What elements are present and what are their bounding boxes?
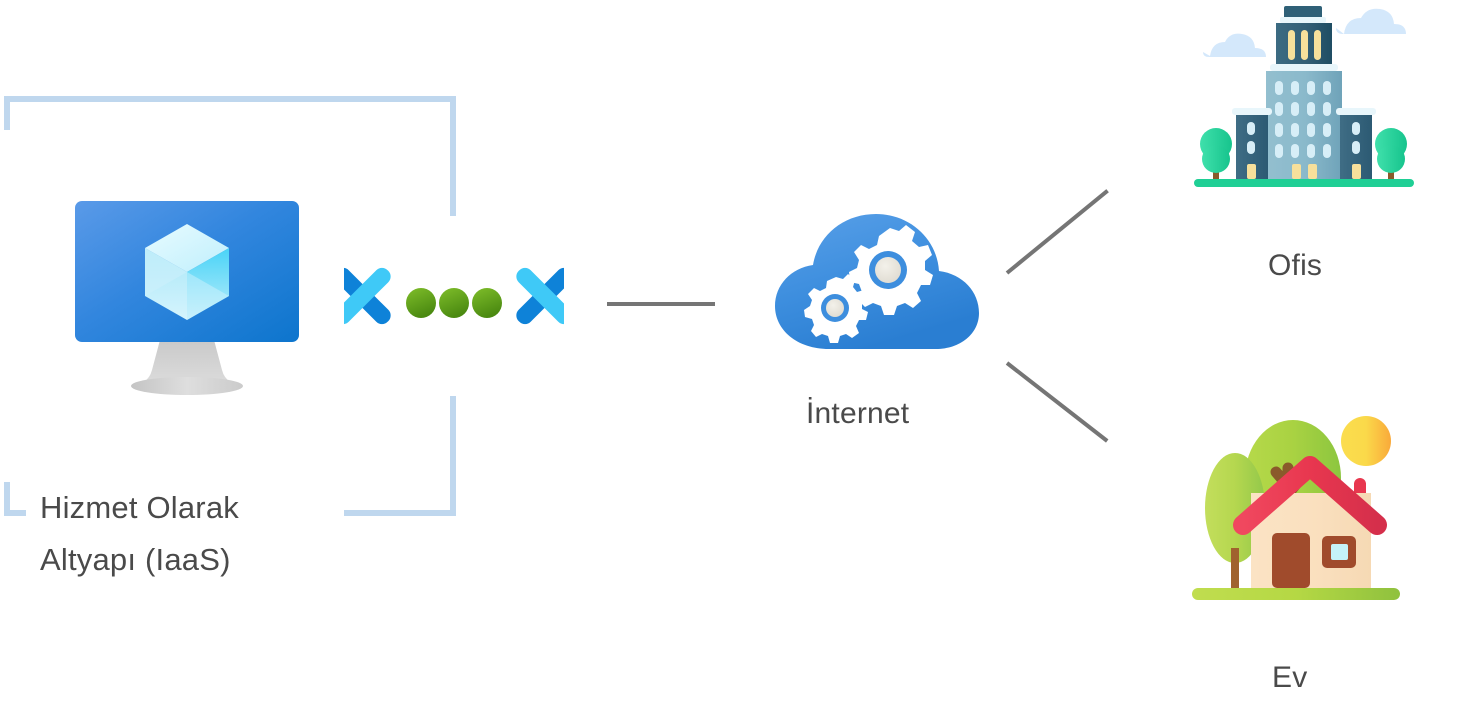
right-chevron <box>516 267 573 325</box>
gear-small-icon <box>804 274 868 343</box>
bracket-left-bottom-stub <box>4 482 10 516</box>
house-door <box>1272 533 1310 588</box>
cloud-gears-icon <box>766 206 988 371</box>
bracket-right-bottom-stub <box>450 396 456 516</box>
sun-icon <box>1341 416 1391 466</box>
code-dot-2 <box>439 288 469 318</box>
home-label: Ev <box>1272 661 1308 694</box>
office-building-icon <box>1192 4 1416 208</box>
connector-internet-to-home <box>1005 361 1109 443</box>
iaas-label-line1: Hizmet Olarak <box>40 490 239 525</box>
tree-left <box>1200 128 1232 182</box>
iaas-label: Hizmet Olarak Altyapı (IaaS) <box>40 482 239 586</box>
virtual-machine-monitor-icon <box>62 192 312 402</box>
house-icon <box>1188 408 1404 614</box>
tree-right <box>1375 128 1407 182</box>
connector-code-to-internet <box>607 302 715 306</box>
left-chevron <box>334 267 391 325</box>
cloud-decoration-right <box>1336 8 1406 35</box>
connector-internet-to-office <box>1005 189 1109 275</box>
code-chevrons-icon <box>334 228 573 378</box>
office-label: Ofis <box>1268 249 1323 282</box>
bracket-right-top-stub <box>450 96 456 216</box>
gear-large-icon <box>849 225 933 315</box>
code-dot-3 <box>472 288 502 318</box>
iaas-label-line2: Altyapı (IaaS) <box>40 542 231 577</box>
code-dot-1 <box>406 288 436 318</box>
cloud-decoration-left <box>1203 33 1266 57</box>
tree-small <box>1205 453 1265 563</box>
house-roof <box>1233 456 1387 535</box>
bracket-left-top-stub <box>4 96 10 130</box>
bracket-bottom-left-foot <box>4 510 26 516</box>
bracket-top-edge <box>4 96 456 102</box>
bracket-bottom-right-edge <box>344 510 456 516</box>
internet-label: İnternet <box>806 397 910 430</box>
